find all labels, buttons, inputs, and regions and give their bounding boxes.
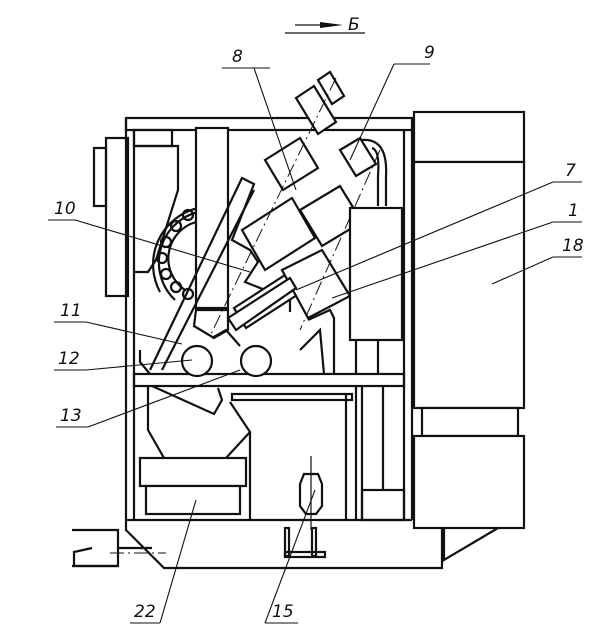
left-motor-housing [92, 136, 130, 298]
callout-13: 13 [60, 406, 82, 426]
callout-8: 8 [232, 47, 243, 67]
spindle-assembly-9 [226, 136, 388, 332]
leader-13 [87, 369, 241, 428]
leader-11 [85, 321, 183, 345]
leader-15 [264, 489, 316, 624]
callout-labels: 8 9 7 1 10 18 11 12 13 22 15 [54, 43, 584, 622]
view-direction-indicator: Б [285, 15, 365, 35]
callout-15: 15 [272, 602, 294, 622]
leader-7 [295, 181, 554, 291]
housing-1 [299, 308, 336, 375]
base [72, 518, 444, 570]
cabinet-18 [412, 110, 526, 562]
left-wedge [134, 144, 180, 274]
component-15 [283, 456, 327, 559]
callout-9: 9 [424, 43, 435, 63]
callout-12: 12 [58, 349, 80, 369]
view-label: Б [348, 15, 360, 35]
lower-funnel [146, 384, 354, 520]
leader-1 [331, 221, 554, 299]
leader-10 [74, 219, 251, 273]
callout-10: 10 [54, 199, 76, 219]
leader-22 [159, 499, 197, 624]
right-inner-box [348, 206, 404, 374]
leader-9 [349, 63, 395, 161]
callout-22: 22 [134, 602, 156, 622]
leader-18 [491, 256, 554, 285]
callout-18: 18 [562, 236, 584, 256]
callout-7: 7 [565, 161, 576, 181]
callout-11: 11 [60, 301, 82, 321]
roller-12 [138, 328, 273, 378]
container-22 [138, 456, 248, 516]
leader-12 [85, 359, 193, 371]
callout-1: 1 [568, 201, 579, 221]
leader-lines [48, 63, 582, 624]
lower-right-columns [354, 386, 406, 522]
right-arrow-icon [320, 22, 343, 28]
main-frame [124, 116, 416, 520]
leader-8 [253, 67, 297, 191]
